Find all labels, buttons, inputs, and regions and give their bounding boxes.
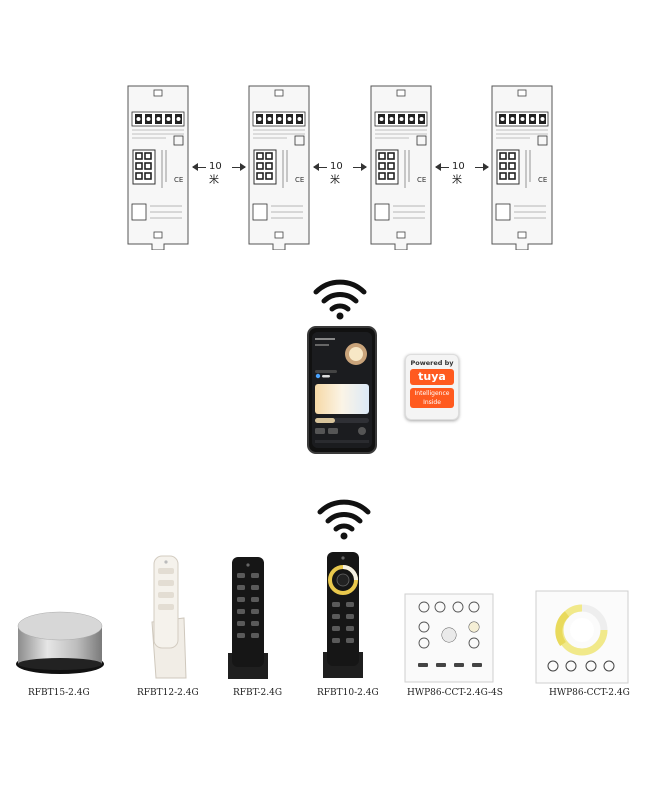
ring-remote <box>323 552 363 678</box>
device-label: HWP86-CCT-2.4G <box>549 688 630 698</box>
tuya-logo: Powered by tuya Intelligence Inside <box>405 354 459 420</box>
distance-label: 10米 <box>327 160 353 188</box>
svg-text:CE: CE <box>295 176 304 184</box>
tuya-tagline-2: Inside <box>423 399 441 406</box>
distance-link-1: 10米 <box>192 160 246 188</box>
smartphone-app <box>307 326 377 454</box>
wall-panel-cct <box>535 590 629 684</box>
svg-text:CE: CE <box>417 176 426 184</box>
distance-label: 10米 <box>206 160 232 188</box>
tuya-brand: tuya <box>410 369 454 385</box>
tuya-tagline: Intelligence Inside <box>410 388 454 408</box>
led-controller: CE <box>126 84 190 251</box>
wifi-icon <box>317 499 371 540</box>
led-controller: CE <box>369 84 433 251</box>
device-label: RFBT10-2.4G <box>317 688 379 698</box>
app-screen <box>312 332 372 448</box>
knob-remote <box>16 611 104 674</box>
wall-panel-4s <box>404 593 494 683</box>
svg-text:CE: CE <box>538 176 547 184</box>
tuya-tagline-1: Intelligence <box>414 390 450 397</box>
distance-label: 10米 <box>449 160 475 188</box>
black-remote <box>228 557 268 679</box>
tuya-powered-by: Powered by <box>410 359 454 367</box>
led-controller: CE <box>490 84 554 251</box>
distance-link-2: 10米 <box>313 160 367 188</box>
device-label: RFBT-2.4G <box>233 688 283 698</box>
device-label: HWP86-CCT-2.4G-4S <box>407 688 503 698</box>
wifi-icon <box>313 279 367 320</box>
led-controller: CE <box>247 84 311 251</box>
device-label: RFBT15-2.4G <box>28 688 90 698</box>
svg-text:CE: CE <box>174 176 183 184</box>
white-remote <box>151 555 187 679</box>
distance-link-3: 10米 <box>435 160 489 188</box>
device-label: RFBT12-2.4G <box>137 688 199 698</box>
